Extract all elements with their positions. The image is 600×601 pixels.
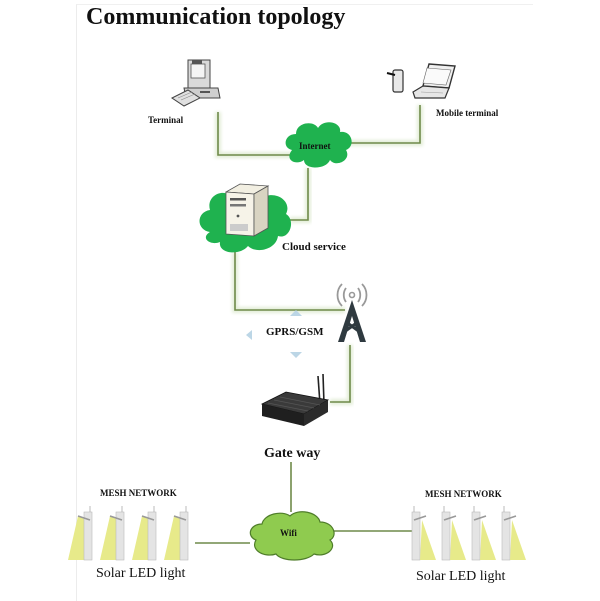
gprs-gsm-label: GPRS/GSM (266, 326, 324, 338)
wifi-label: Wifi (280, 528, 297, 538)
link-internet-mobile (345, 105, 423, 146)
street-light-icon (68, 506, 93, 561)
arrow-up-icon (290, 310, 302, 316)
street-light-icon (501, 506, 526, 561)
internet-label: Internet (299, 141, 331, 151)
page-border (76, 4, 533, 601)
router-icon (260, 373, 330, 426)
links (195, 105, 423, 546)
server-cloud-icon (199, 183, 292, 253)
street-light-icon (441, 506, 466, 561)
cloud-service-label: Cloud service (282, 241, 346, 253)
street-light-icon (100, 506, 125, 561)
phone-laptop-icon (386, 63, 456, 99)
desktop-computer-icon (171, 59, 221, 107)
arrow-down-icon (290, 352, 302, 358)
page-title: Communication topology (86, 4, 346, 30)
street-light-icon (411, 506, 436, 561)
link-tower-gateway (330, 345, 353, 405)
mesh-right-lights (411, 506, 526, 561)
terminal-label: Terminal (148, 115, 184, 125)
cell-tower-icon (336, 283, 368, 342)
solar-led-right-label: Solar LED light (416, 569, 506, 584)
solar-led-left-label: Solar LED light (96, 566, 186, 581)
gateway-label: Gate way (264, 446, 321, 461)
internet-cloud-icon (285, 122, 352, 168)
street-light-icon (164, 506, 189, 561)
mobile-terminal-label: Mobile terminal (436, 108, 499, 118)
link-terminal-internet (215, 112, 298, 158)
street-light-icon (471, 506, 496, 561)
signal-arrows (246, 310, 302, 358)
arrow-left-icon (246, 330, 252, 340)
mesh-left-lights (68, 506, 189, 561)
link-cloud-tower (232, 252, 345, 313)
street-light-icon (132, 506, 157, 561)
mesh-network-right-label: MESH NETWORK (425, 489, 502, 499)
mesh-network-left-label: MESH NETWORK (100, 488, 177, 498)
wifi-cloud-icon (249, 511, 335, 561)
link-internet-cloud (290, 168, 311, 223)
